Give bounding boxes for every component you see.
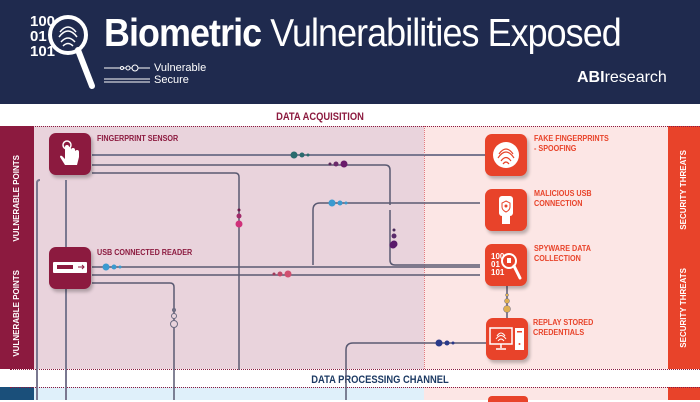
label-replay: REPLAY STORED CREDENTIALS bbox=[533, 318, 593, 338]
dotted-line-icon bbox=[104, 64, 150, 72]
magnifier-fingerprint-logo-icon: 100 01 101 bbox=[30, 13, 95, 89]
label-replay-1: REPLAY STORED bbox=[533, 318, 594, 327]
logo-binary-2: 01 bbox=[30, 28, 47, 45]
svg-text:01: 01 bbox=[491, 260, 500, 269]
wire-to-spyware bbox=[389, 210, 480, 266]
brand-bold: ABI bbox=[577, 69, 605, 86]
wire-mal-vert bbox=[312, 202, 330, 265]
label-fake-fingerprints-1: FAKE FINGERPRINTS bbox=[534, 134, 609, 143]
vulnerable-dots bbox=[102, 151, 511, 347]
page-title: Biometric Vulnerabilities Exposed bbox=[104, 12, 622, 56]
wire-replay bbox=[345, 342, 486, 400]
node-partial-bottom bbox=[488, 396, 528, 402]
title-light: Vulnerabilities Exposed bbox=[270, 12, 621, 55]
wire-usb-down bbox=[92, 282, 175, 400]
label-malicious-usb-2: CONNECTION bbox=[534, 199, 583, 208]
label-spyware: SPYWARE DATA COLLECTION bbox=[534, 244, 591, 264]
node-fingerprint-sensor[interactable] bbox=[49, 133, 91, 175]
label-usb-reader: USB CONNECTED READER bbox=[97, 248, 193, 257]
svg-text:100: 100 bbox=[491, 252, 505, 261]
spyware-magnifier-icon: 100 01 101 bbox=[491, 252, 522, 280]
threats-area bbox=[424, 126, 668, 369]
node-usb-reader[interactable] bbox=[49, 247, 91, 289]
processing-area bbox=[34, 387, 424, 400]
hand-touch-icon bbox=[60, 140, 79, 165]
divider-mid bbox=[10, 369, 700, 370]
right-strip-processing bbox=[668, 387, 700, 400]
divider-vertical bbox=[424, 126, 425, 369]
label-spyware-1: SPYWARE DATA bbox=[534, 244, 591, 253]
wire-sensor-2 bbox=[92, 172, 240, 370]
node-fake-fingerprints[interactable] bbox=[485, 134, 527, 176]
left-strip-processing bbox=[0, 387, 34, 400]
divider-top bbox=[10, 126, 700, 127]
usb-shield-icon bbox=[499, 196, 513, 224]
section-title-acquisition: DATA ACQUISITION bbox=[276, 111, 364, 123]
label-malicious-usb-1: MALICIOUS USB bbox=[534, 189, 592, 198]
divider-bottom bbox=[10, 387, 700, 388]
legend-secure-label: Secure bbox=[154, 74, 189, 86]
legend-vulnerable: Vulnerable bbox=[104, 62, 206, 74]
legend-secure: Secure bbox=[104, 74, 206, 86]
brand-logo: ABIresearch bbox=[577, 69, 667, 87]
node-replay[interactable] bbox=[486, 318, 528, 360]
node-spyware[interactable]: 100 01 101 bbox=[485, 244, 527, 286]
wire-sensor-down bbox=[92, 164, 391, 205]
title-bold: Biometric bbox=[104, 12, 262, 55]
fingerprint-sticker-icon bbox=[493, 142, 519, 168]
label-fake-fingerprints: FAKE FINGERPRINTS - SPOOFING bbox=[534, 134, 609, 154]
computer-fingerprint-icon bbox=[489, 327, 524, 350]
header: 100 01 101 Biometric Vulnerabilities Exp… bbox=[0, 0, 700, 104]
label-fingerprint-sensor: FINGERPRINT SENSOR bbox=[97, 134, 179, 143]
brand-light: research bbox=[604, 69, 667, 86]
right-strip bbox=[668, 126, 700, 369]
processing-threats-area bbox=[424, 387, 668, 400]
label-spyware-2: COLLECTION bbox=[534, 254, 581, 263]
label-malicious-usb: MALICIOUS USB CONNECTION bbox=[534, 189, 592, 209]
legend-vulnerable-label: Vulnerable bbox=[154, 62, 207, 74]
logo-binary-1: 100 bbox=[30, 13, 55, 30]
svg-text:101: 101 bbox=[491, 268, 505, 277]
label-replay-2: CREDENTIALS bbox=[533, 328, 585, 337]
wire-left-rail bbox=[36, 179, 41, 400]
logo-binary-3: 101 bbox=[30, 43, 55, 60]
left-strip bbox=[0, 126, 34, 369]
legend: Vulnerable Secure bbox=[104, 62, 206, 86]
double-line-icon bbox=[104, 78, 150, 83]
acquisition-area bbox=[34, 126, 424, 369]
usb-reader-icon bbox=[53, 262, 87, 273]
label-fake-fingerprints-2: - SPOOFING bbox=[534, 144, 577, 153]
node-malicious-usb[interactable] bbox=[485, 189, 527, 231]
